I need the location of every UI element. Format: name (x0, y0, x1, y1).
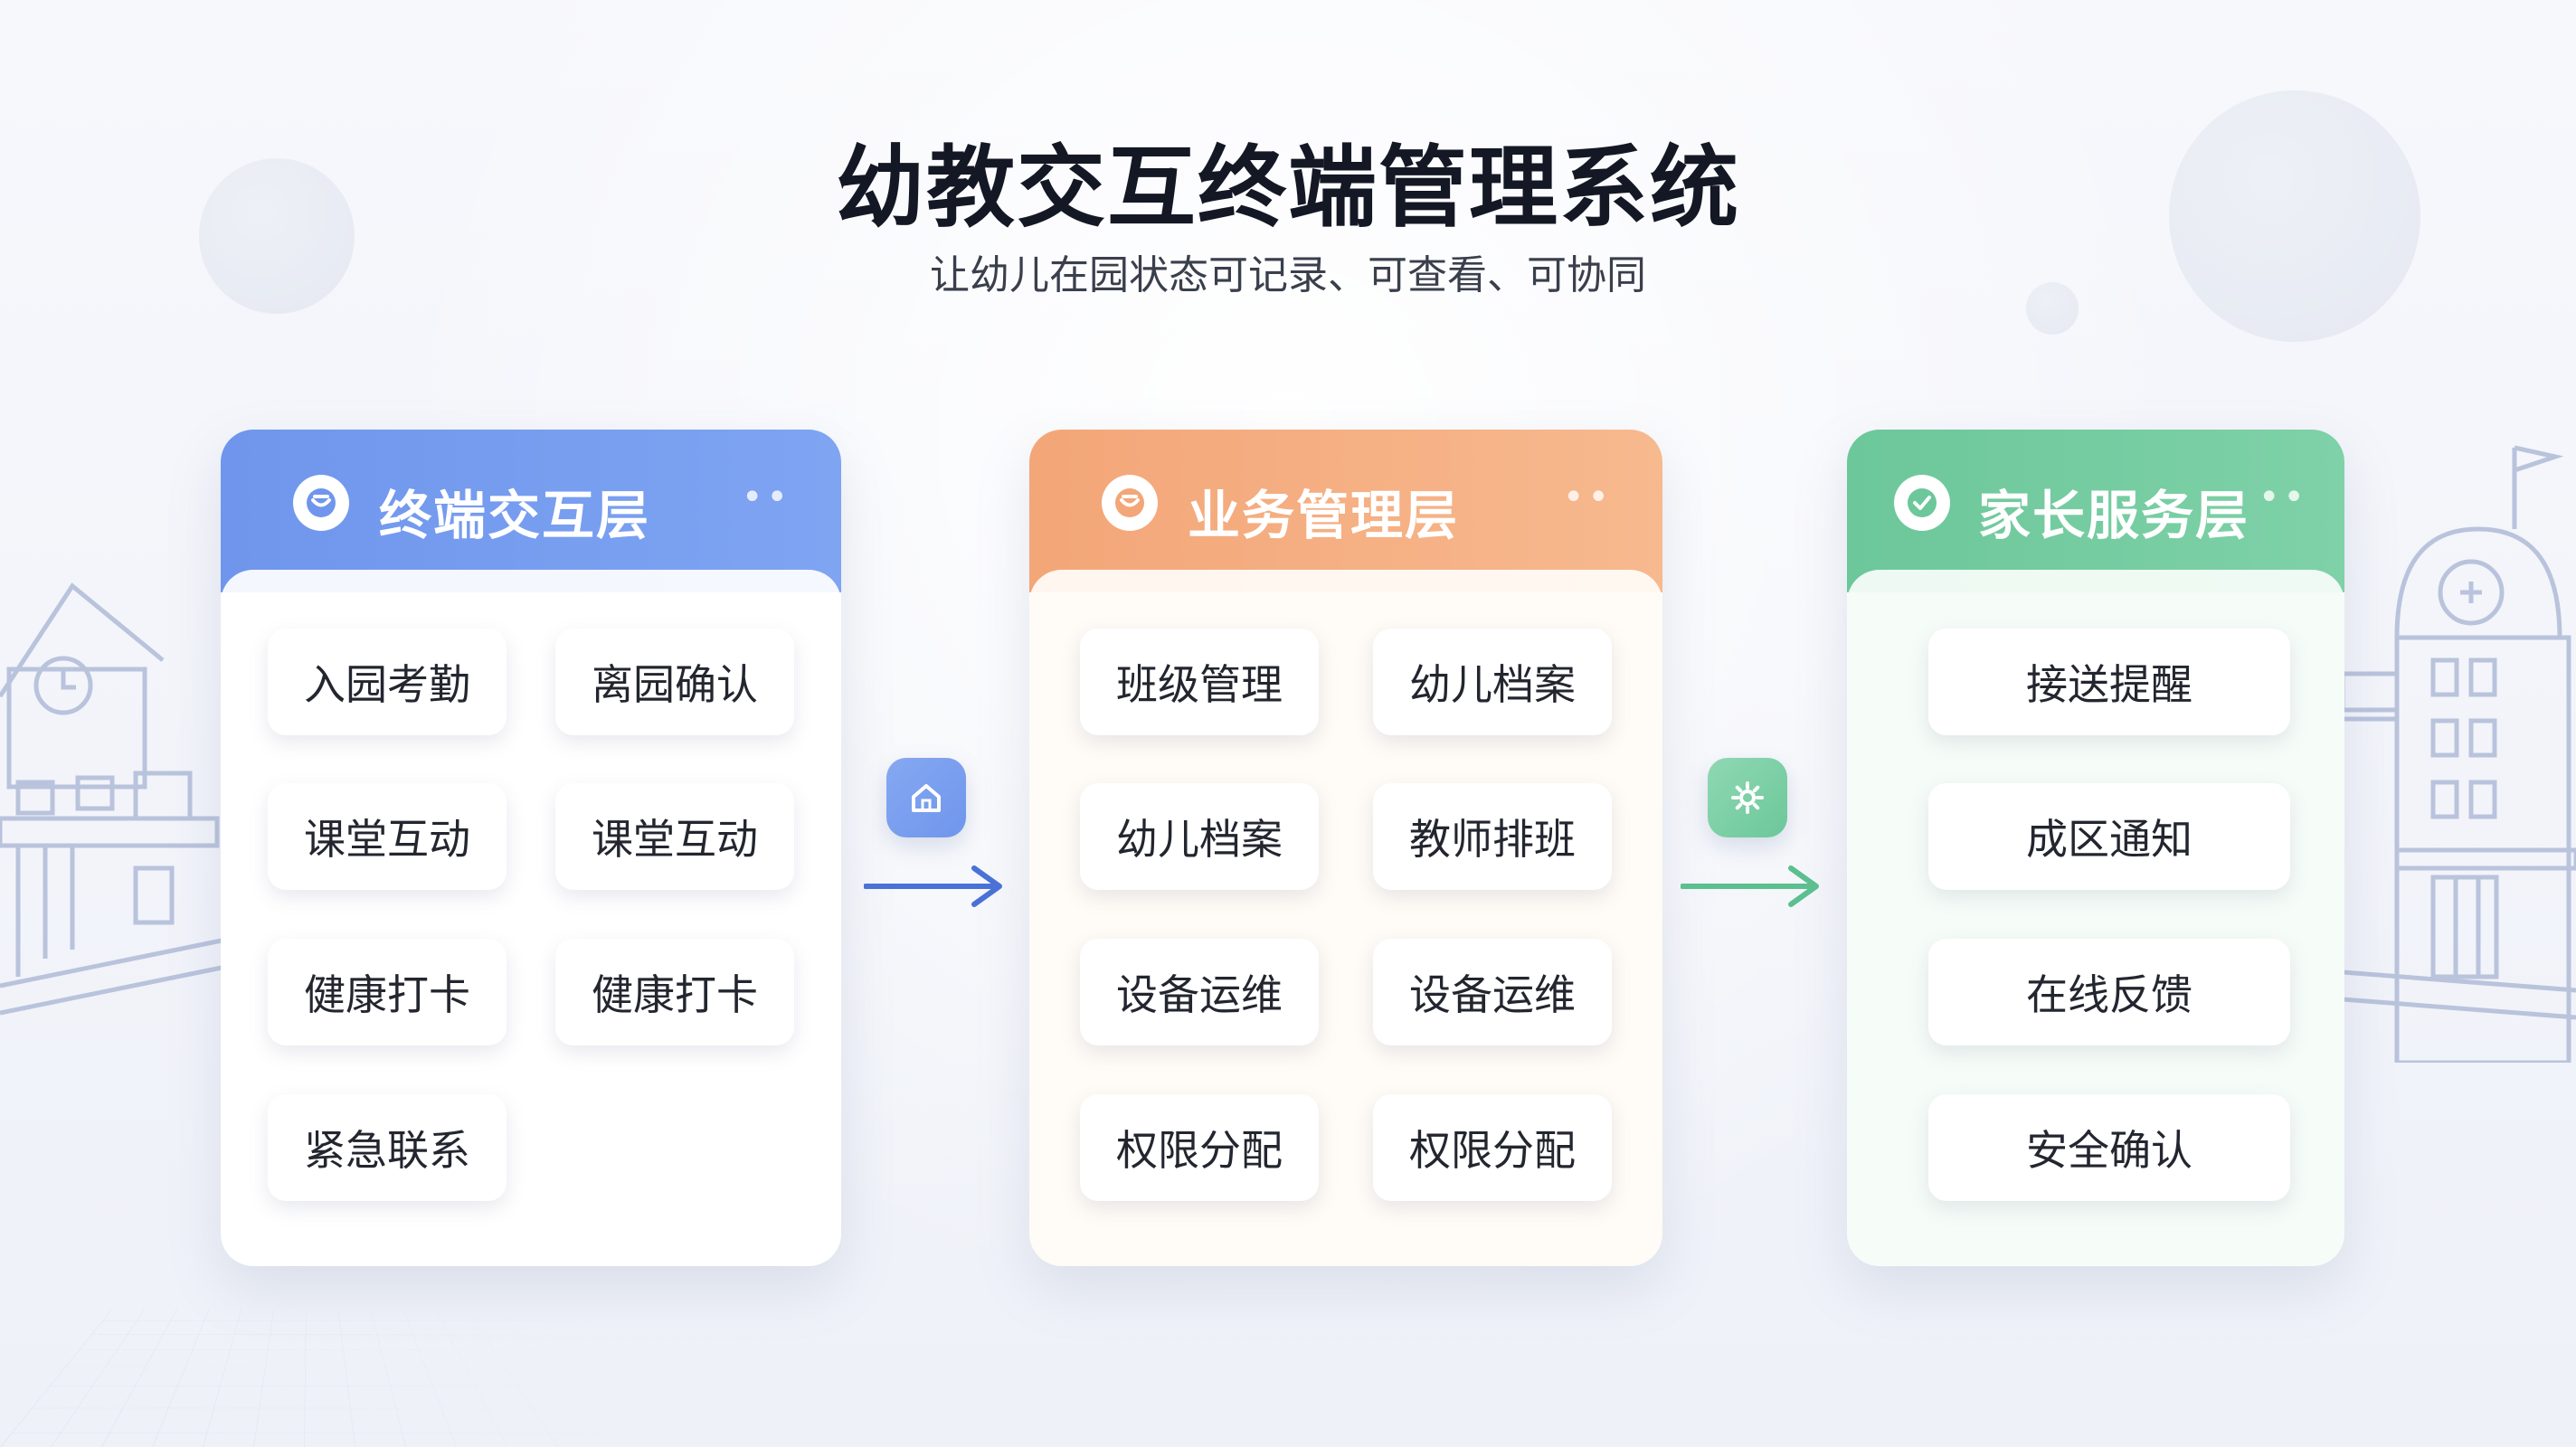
flow-arrow-right-2 (1681, 865, 1819, 907)
school-building-right-icon (2343, 445, 2576, 1063)
item-class-interaction-2[interactable]: 课堂互动 (555, 783, 794, 890)
item-device-maintenance[interactable]: 设备运维 (1080, 939, 1319, 1045)
home-icon (886, 758, 966, 837)
item-class-interaction[interactable]: 课堂互动 (268, 783, 507, 890)
item-emergency-contact[interactable]: 紧急联系 (268, 1094, 507, 1201)
item-health-checkin[interactable]: 健康打卡 (268, 939, 507, 1045)
page-title: 幼教交互终端管理系统 (835, 137, 1740, 240)
check-badge-icon (1894, 475, 1950, 531)
page-subtitle: 让幼儿在园状态可记录、可查看、可协同 (930, 252, 1646, 298)
panel-title: 终端交互层 (379, 485, 651, 546)
item-device-maintenance-2[interactable]: 设备运维 (1373, 939, 1612, 1045)
item-pickup-reminder[interactable]: 接送提醒 (1928, 629, 2290, 735)
item-permission-assign-2[interactable]: 权限分配 (1373, 1094, 1612, 1201)
item-class-management[interactable]: 班级管理 (1080, 629, 1319, 735)
panel-header: 家长服务层 •• (1847, 430, 2344, 592)
item-child-records[interactable]: 幼儿档案 (1373, 629, 1612, 735)
gear-icon (1708, 758, 1787, 837)
more-icon[interactable]: •• (1562, 477, 1613, 518)
item-health-checkin-2[interactable]: 健康打卡 (555, 939, 794, 1045)
item-child-records-2[interactable]: 幼儿档案 (1080, 783, 1319, 890)
item-teacher-schedule[interactable]: 教师排班 (1373, 783, 1612, 890)
panel-title: 家长服务层 (1978, 485, 2250, 546)
item-safety-confirm[interactable]: 安全确认 (1928, 1094, 2290, 1201)
item-check-in[interactable]: 入园考勤 (268, 629, 507, 735)
smile-badge-icon (293, 475, 349, 531)
panel-header: 终端交互层 •• (221, 430, 841, 592)
decor-circle-small (2026, 282, 2079, 335)
more-icon[interactable]: •• (2258, 477, 2308, 518)
school-building-left-icon (0, 582, 223, 1016)
more-icon[interactable]: •• (741, 477, 791, 518)
smile-badge-icon (1102, 475, 1158, 531)
decor-circle-right (2169, 90, 2420, 342)
item-area-notice[interactable]: 成区通知 (1928, 783, 2290, 890)
flow-arrow-right-1 (864, 865, 1002, 907)
item-check-out[interactable]: 离园确认 (555, 629, 794, 735)
item-online-feedback[interactable]: 在线反馈 (1928, 939, 2290, 1045)
panel-title: 业务管理层 (1188, 485, 1460, 546)
decor-circle-left (199, 158, 355, 314)
item-permission-assign[interactable]: 权限分配 (1080, 1094, 1319, 1201)
panel-header: 业务管理层 •• (1029, 430, 1662, 592)
